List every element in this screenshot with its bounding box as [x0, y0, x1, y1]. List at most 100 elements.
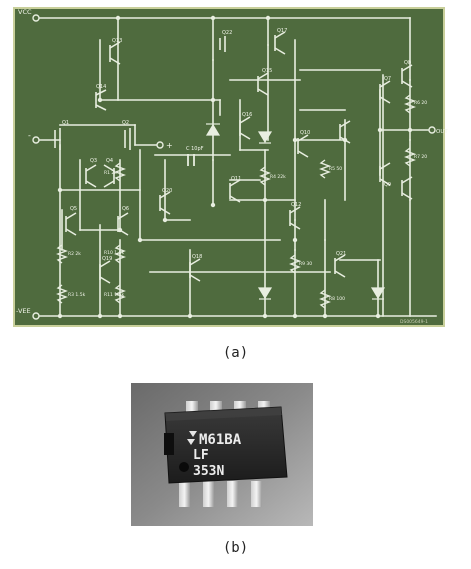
transistor-q16 [239, 116, 251, 140]
output-terminal [428, 126, 436, 134]
resistor-r9 [289, 254, 301, 274]
transistor-symbols [54, 31, 413, 284]
schematic-board [13, 7, 445, 327]
resistor-r8-label: R8 100 [329, 296, 345, 302]
manufacturer-logo [187, 431, 197, 445]
transistor-q19 [99, 260, 111, 284]
resistor-r7-label: R7 20 [414, 154, 427, 160]
transistor-label-q22: Q22 [222, 30, 232, 36]
transistor-q22 [219, 36, 226, 52]
transistor-q13 [109, 41, 121, 65]
transistor-q5 [65, 212, 77, 236]
vee-label: -VEE [16, 307, 31, 315]
transistor-q11 [229, 179, 241, 203]
diode-symbols [205, 123, 386, 300]
noninverting-input-terminal [156, 141, 164, 149]
transistor-q10 [297, 134, 309, 158]
resistor-r10-label: R10 1.5k [104, 250, 124, 256]
resistor-r5-label: R5 50 [329, 166, 342, 172]
transistor-label-q11: Q11 [231, 176, 241, 182]
transistor-q21 [334, 254, 346, 278]
transistor-label-q9: Q9 [384, 182, 391, 188]
transistor-q20 [159, 191, 171, 215]
transistor-q4 [103, 164, 115, 188]
inverting-label: - [28, 131, 31, 140]
diode-d3 [370, 287, 386, 300]
resistor-r9-label: R9 30 [299, 261, 312, 267]
resistor-r2 [56, 244, 68, 264]
bottom-pins [179, 481, 262, 507]
resistor-r2-label: R2 2k [68, 251, 81, 257]
diode-d1 [257, 131, 273, 144]
transistor-label-q2: Q2 [122, 120, 129, 126]
chip-photo: M61BA LF 353N [131, 383, 313, 526]
transistor-label-q3: Q3 [90, 158, 97, 164]
resistor-r1 [114, 162, 126, 182]
compensation-capacitor [187, 154, 195, 166]
transistor-label-q5: Q5 [70, 206, 77, 212]
noninverting-label: + [166, 141, 173, 150]
transistor-label-q15: Q15 [262, 68, 272, 74]
transistor-label-q6: Q6 [122, 206, 129, 212]
resistor-r4-label: R4 22k [270, 174, 286, 180]
transistor-label-q19: Q19 [102, 256, 112, 262]
resistor-r3 [56, 284, 68, 304]
transistor-label-q13: Q13 [112, 38, 122, 44]
pin1-dot [179, 462, 189, 472]
transistor-label-q8: Q8 [404, 60, 411, 66]
transistor-label-q4: Q4 [106, 158, 113, 164]
transistor-label-q7: Q7 [384, 76, 391, 82]
vcc-terminal [32, 14, 40, 22]
transistor-q7 [379, 80, 391, 104]
resistor-r6-label: R6 20 [414, 100, 427, 106]
resistor-r5 [319, 159, 331, 179]
schematic-diagram: VCC -VEE - + OUT C 10pF R1 2k R2 2k R3 1… [13, 7, 449, 327]
transistor-label-q12: Q12 [291, 202, 301, 208]
transistor-q24 [401, 176, 413, 200]
resistor-r6 [404, 94, 416, 114]
chip-body [164, 406, 288, 484]
transistor-q15 [257, 72, 269, 96]
chip-notch [164, 433, 174, 455]
resistor-r11-label: R11 1.5k [104, 292, 124, 298]
transistor-q2 [124, 128, 131, 150]
resistor-r7 [404, 147, 416, 167]
chip-marking-line1: M61BA [199, 432, 242, 448]
transistor-q23 [379, 162, 391, 186]
transistor-q12 [289, 206, 301, 230]
transistor-label-q18: Q18 [192, 254, 202, 260]
resistor-r1-label: R1 2k [104, 170, 117, 176]
output-label: OUT [436, 129, 448, 135]
transistor-label-q1: Q1 [62, 120, 69, 126]
junction-dots [57, 15, 413, 319]
transistor-q8 [401, 64, 413, 88]
resistor-r8 [319, 289, 331, 309]
transistor-q14 [95, 89, 107, 111]
capacitor-label: C 10pF [186, 146, 204, 152]
vee-terminal [32, 312, 40, 320]
transistor-label-q10: Q10 [300, 130, 310, 136]
chip-marking-line2: LF [193, 448, 209, 463]
transistor-q1 [54, 128, 61, 150]
transistor-label-q14: Q14 [96, 84, 106, 90]
inverting-input-terminal [32, 136, 40, 144]
transistor-q18 [189, 258, 201, 282]
diode-d2 [257, 287, 273, 300]
transistor-label-q20: Q20 [162, 188, 172, 194]
transistor-label-q17: Q17 [277, 28, 287, 34]
vcc-label: VCC [18, 8, 32, 16]
transistor-q17 [274, 31, 286, 55]
resistor-r11 [114, 284, 126, 304]
resistor-r10 [114, 244, 126, 264]
resistor-r4 [259, 166, 271, 186]
transistor-label-q16: Q16 [242, 112, 252, 118]
figure-a-caption: (a) [222, 345, 249, 361]
figure-b-caption: (b) [222, 540, 249, 556]
transistor-label-q21: Q21 [336, 251, 346, 257]
zener-diode [205, 123, 221, 136]
chip-marking-line3: 353N [193, 464, 224, 479]
transistor-q3 [85, 164, 97, 188]
resistor-r3-label: R3 1.5k [68, 292, 86, 298]
resistor-symbols [56, 94, 416, 309]
figure-reference: DS005649-1 [400, 319, 428, 325]
